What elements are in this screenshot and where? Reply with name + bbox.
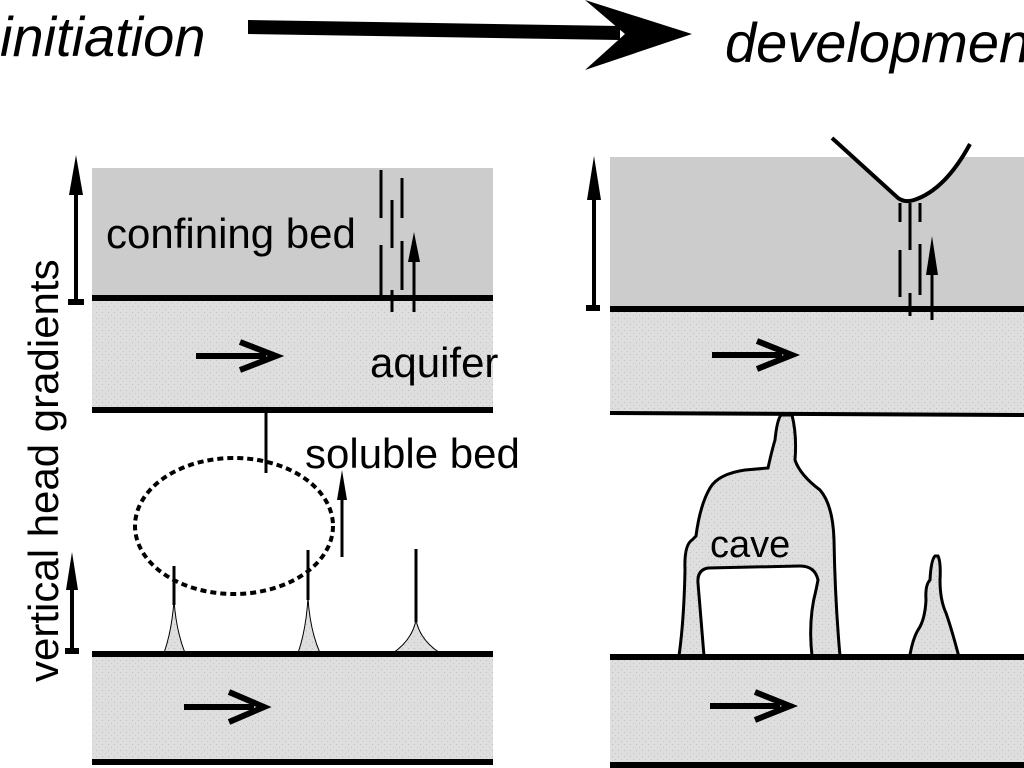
upward-flow-arrow-icon: [408, 232, 420, 312]
soluble-bed-label: soluble bed: [305, 430, 520, 477]
development-panel: cave: [586, 136, 1024, 768]
head-gradient-arrow-icon: [65, 552, 79, 654]
progress-arrow-icon: [248, 0, 692, 70]
conduit-initiation: [297, 550, 321, 654]
flow-arrow-icon: [184, 689, 272, 725]
lower-aquifer-layer: [610, 657, 1024, 763]
flow-arrow-icon: [710, 689, 799, 723]
valley-surface-line: [830, 136, 972, 204]
confining-bed-layer: [610, 157, 1024, 309]
confining-bed-label: confining bed: [106, 210, 356, 257]
boundary-line: [609, 411, 1024, 417]
fracture-marks: [379, 170, 404, 312]
cave-label: cave: [710, 524, 790, 566]
initiation-panel: confining bed aquifer soluble bed: [65, 155, 520, 765]
aquifer-layer: [92, 298, 493, 410]
conduit-development: [907, 554, 962, 663]
upward-flow-arrow-icon: [337, 470, 347, 557]
conduit-initiation: [391, 549, 442, 654]
cave-shape: [677, 413, 842, 658]
flow-arrow-icon: [196, 339, 285, 373]
lower-aquifer-layer: [92, 654, 493, 762]
initiation-title: initiation: [0, 5, 205, 68]
development-title: development: [725, 11, 1024, 74]
confining-bed-layer: [92, 168, 493, 298]
vertical-axis-label: vertical head gradients: [20, 259, 67, 682]
aquifer-layer: [610, 309, 1024, 413]
fracture-marks: [898, 203, 922, 316]
flow-arrow-icon: [712, 338, 801, 372]
dashed-ellipse-annotation: [133, 456, 335, 596]
conduit-initiation: [163, 566, 186, 654]
aquifer-label: aquifer: [370, 339, 498, 386]
upward-flow-arrow-icon: [926, 236, 938, 320]
head-gradient-arrow-icon: [68, 155, 84, 305]
head-gradient-arrow-icon: [586, 156, 601, 311]
